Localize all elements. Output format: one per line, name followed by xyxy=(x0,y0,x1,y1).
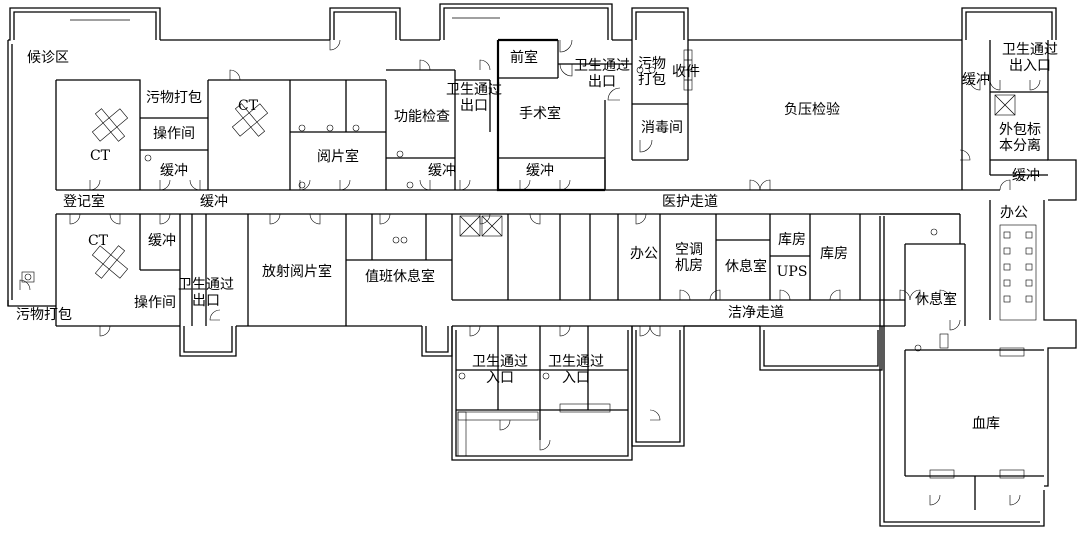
room-label-function-exam: 功能检查 xyxy=(394,109,450,125)
room-label-duty-rest: 值班休息室 xyxy=(365,269,435,285)
room-label-ups: UPS xyxy=(776,264,808,280)
room-label-front-room: 前室 xyxy=(510,50,538,66)
room-label-disinfection: 消毒间 xyxy=(641,120,683,136)
room-label-ct-top-right: CT xyxy=(237,98,259,114)
room-label-ct-top: CT xyxy=(89,148,111,164)
room-label-reading-room: 阅片室 xyxy=(317,149,359,165)
room-label-buffer-or: 缓冲 xyxy=(526,163,554,179)
room-label-negative-pressure-lab: 负压检验 xyxy=(784,102,840,118)
room-label-storage-b: 库房 xyxy=(820,246,848,262)
room-label-office-right: 办公 xyxy=(1000,205,1028,221)
room-label-buffer-right-top: 缓冲 xyxy=(962,72,990,88)
room-label-hygiene-entry-exit-right: 卫生通过 出入口 xyxy=(1002,42,1058,74)
room-label-buffer-center: 缓冲 xyxy=(428,163,456,179)
room-label-operating-room: 手术室 xyxy=(519,106,561,122)
inner-walls xyxy=(55,38,1048,510)
ct-machine-symbols xyxy=(91,103,269,279)
room-label-rest-room-center: 休息室 xyxy=(725,259,767,275)
room-label-buffer-top-left: 缓冲 xyxy=(160,163,188,179)
room-label-buffer-mid-left: 缓冲 xyxy=(200,194,228,210)
outer-walls xyxy=(7,3,1077,527)
room-label-dirty-pack-bottom: 污物打包 xyxy=(16,307,72,323)
room-label-operation-room-bottom: 操作间 xyxy=(134,295,176,311)
room-label-buffer-right-mid: 缓冲 xyxy=(1012,168,1040,184)
room-label-rest-room-right: 休息室 xyxy=(915,292,957,308)
room-label-hygiene-exit-left: 卫生通过 出口 xyxy=(178,277,234,309)
room-label-hygiene-exit-or: 卫生通过 出口 xyxy=(574,58,630,90)
room-label-clean-corridor: 洁净走道 xyxy=(728,305,784,321)
room-label-office-center: 办公 xyxy=(630,246,658,262)
room-label-registration: 登记室 xyxy=(63,194,105,210)
fixtures xyxy=(21,49,1037,479)
room-label-storage-a: 库房 xyxy=(778,232,806,248)
room-label-receiving: 收件 xyxy=(672,64,700,80)
room-label-hygiene-exit-center: 卫生通过 出口 xyxy=(446,82,502,114)
room-label-medical-corridor: 医护走道 xyxy=(662,194,718,210)
room-label-dirty-pack-right: 污物 打包 xyxy=(638,56,666,88)
room-label-blood-bank: 血库 xyxy=(972,416,1000,432)
room-label-waiting-area: 候诊区 xyxy=(27,50,69,66)
room-label-ct-bottom: CT xyxy=(87,233,109,249)
room-label-operation-room-top: 操作间 xyxy=(153,126,195,142)
room-label-hygiene-entry-b: 卫生通过 入口 xyxy=(548,354,604,386)
room-label-dirty-pack-top: 污物打包 xyxy=(146,90,202,106)
door-swings xyxy=(19,39,1041,506)
room-label-radiology-reading: 放射阅片室 xyxy=(262,264,332,280)
room-label-buffer-bottom-left: 缓冲 xyxy=(148,233,176,249)
room-label-ac-room: 空调 机房 xyxy=(675,242,703,274)
room-label-outer-pack-separation: 外包标 本分离 xyxy=(999,122,1041,154)
room-label-hygiene-entry-a: 卫生通过 入口 xyxy=(472,354,528,386)
